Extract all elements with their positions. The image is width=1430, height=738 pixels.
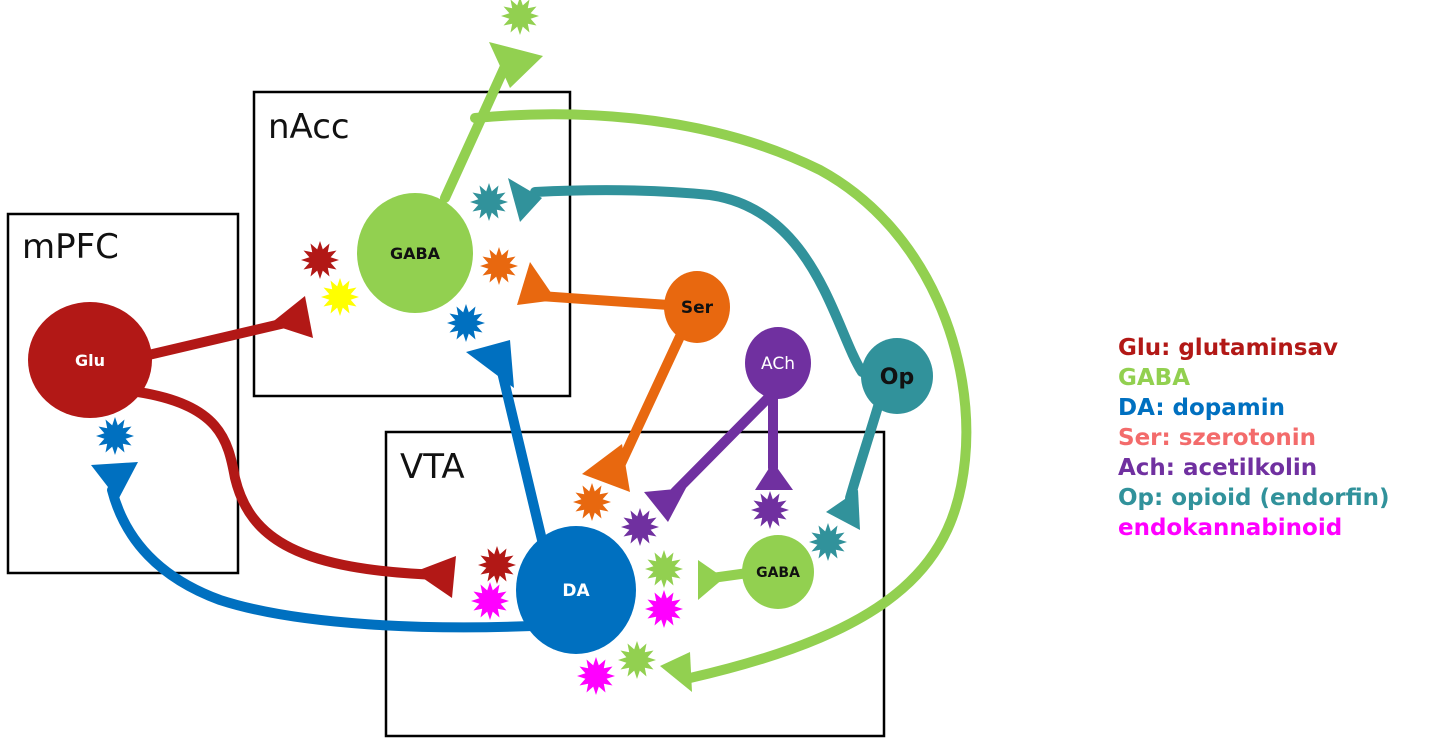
nacc-region-box [252, 90, 572, 398]
op-axon-to-nacc [530, 185, 867, 377]
mpfc-label: mPFC [22, 227, 119, 267]
ach-neuron-label: ACh [761, 354, 795, 374]
gaba-vta-label: GABA [756, 565, 800, 581]
gaba-terminal-top [489, 42, 543, 88]
glu-terminal-nacc [270, 296, 313, 338]
glu-star-nacc [301, 241, 339, 279]
gaba-axon-to-vta [470, 109, 972, 683]
da-neuron-label: DA [562, 581, 590, 601]
ach-star-da [621, 508, 659, 546]
glu-neuron-label: Glu [75, 351, 105, 370]
gaba-star-top [501, 0, 539, 35]
ach-terminal-da [644, 488, 686, 522]
ser-neuron-label: Ser [681, 298, 714, 318]
ser-axon-to-vta [613, 310, 695, 475]
nacc-label: nAcc [268, 107, 350, 147]
gaba-nacc-label: GABA [390, 244, 441, 263]
legend-item-glu: Glu: glutaminsav [1118, 335, 1339, 361]
op-neuron-label: Op [880, 365, 914, 390]
op-terminal-vta [826, 490, 860, 530]
legend-item-op: Op: opioid (endorfin) [1118, 485, 1390, 511]
ser-star-nacc [480, 247, 518, 285]
legend-item-ach: Ach: acetilkolin [1118, 455, 1318, 481]
gaba-star-bottom [618, 641, 656, 679]
op-star-nacc [470, 183, 508, 221]
endo-star-2 [645, 590, 683, 628]
gaba-vta-neuron [742, 535, 814, 609]
endo-star-3 [577, 657, 615, 695]
ach-star-gaba [751, 491, 789, 529]
legend-item-da: DA: dopamin [1118, 395, 1285, 421]
ser-axon-to-nacc [535, 291, 688, 311]
yellow-star-nacc [321, 278, 359, 316]
glu-axon-to-nacc [135, 318, 290, 362]
gaba-terminal-da [698, 560, 724, 600]
da-axon-to-nacc [497, 367, 547, 545]
ser-neuron [664, 271, 730, 343]
ach-terminal-gaba [755, 462, 793, 490]
legend-item-ser: Ser: szerotonin [1118, 425, 1316, 451]
op-star-vta [809, 523, 847, 561]
ser-star-vta [573, 483, 611, 521]
da-terminal-nacc [466, 340, 514, 388]
legend-item-endo: endokannabinoid [1118, 515, 1343, 541]
glu-terminal-vta [414, 556, 456, 598]
vta-label: VTA [400, 447, 465, 487]
glu-neuron [28, 302, 152, 418]
ach-neuron [745, 327, 811, 399]
mpfc-region-box [6, 212, 240, 575]
legend: Glu: glutaminsav GABA DA: dopamin Ser: s… [1118, 333, 1390, 543]
op-terminal-nacc [508, 178, 542, 222]
legend-item-gaba: GABA [1118, 365, 1191, 391]
gaba-axon-up [440, 57, 512, 203]
da-terminal-mpfc [91, 462, 138, 500]
da-neuron [516, 526, 636, 654]
gaba-nacc-neuron [357, 193, 473, 313]
endo-star-1 [471, 582, 509, 620]
op-axon-to-vta [845, 395, 885, 503]
da-star-nacc [447, 304, 485, 342]
gaba-star-da [645, 550, 683, 588]
ser-terminal-vta [582, 444, 630, 492]
glu-axon-to-vta [133, 387, 445, 580]
ser-terminal-nacc [517, 262, 556, 305]
op-neuron [861, 338, 933, 414]
ach-axon-to-da [670, 391, 775, 497]
gaba-terminal-vta [660, 652, 692, 692]
glu-star-vta [478, 546, 516, 584]
da-axon-to-mpfc [107, 485, 537, 633]
da-star-mpfc [96, 417, 134, 455]
